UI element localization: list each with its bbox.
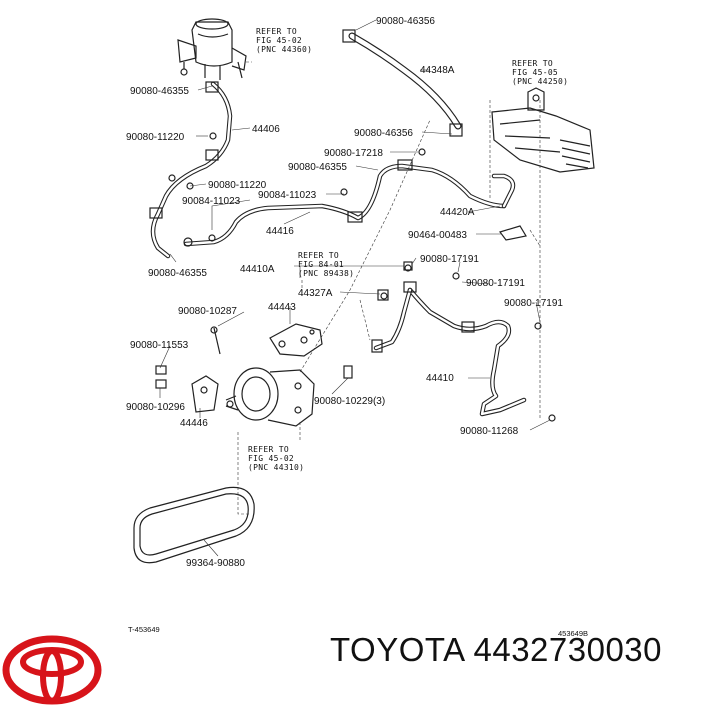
reference-dashes [237,61,541,515]
part-label: 44348A [420,65,455,76]
part-label: 90080-17191 [504,298,563,309]
part-label: 99364-90880 [186,558,245,569]
brand-part-number: TOYOTA 4432730030 [330,631,662,669]
reference-note-44310: REFER TO FIG 45-02 (PNC 44310) [248,445,304,472]
toyota-logo-icon [2,635,102,705]
part-label: 44443 [268,302,296,313]
bracket-44446 [191,375,219,413]
bolts [155,261,413,389]
ref-line: REFER TO [298,251,339,260]
ref-line: FIG 45-02 [256,36,302,45]
part-label: 90080-46355 [288,162,347,173]
ref-line: REFER TO [248,445,289,454]
part-label: 90080-46356 [376,16,435,27]
part-label: 90084-11023 [182,196,241,207]
part-label: 44406 [252,124,280,135]
reference-note-44250: REFER TO FIG 45-05 (PNC 44250) [512,59,568,86]
pressure-tube-44410 [371,264,556,422]
ref-line: (PNC 44360) [256,45,312,54]
part-label: 44327A [298,288,333,299]
hose-44348a [342,29,463,137]
drive-belt [133,486,255,564]
part-label: 44420A [440,207,475,218]
part-label: 90080-46356 [354,128,413,139]
brand-name: TOYOTA [330,631,464,668]
figure-code: 453649B [558,629,588,638]
part-label: 90080-17191 [466,278,525,289]
part-label: 90080-11553 [130,340,189,351]
tube-44420a [491,173,527,241]
part-label: 90080-10287 [178,306,237,317]
power-steering-pump [225,367,315,427]
part-label: 90080-11220 [208,180,267,191]
part-label: 90080-11268 [460,426,519,437]
ref-line: (PNC 44310) [248,463,304,472]
part-label: 90084-11023 [258,190,317,201]
part-label: 90080-11220 [126,132,185,143]
bracket-44443 [269,323,323,357]
part-label: 90080-17218 [324,148,383,159]
part-label: 90080-10229(3) [314,396,385,407]
part-label: 44416 [266,226,294,237]
hose-44406 [149,81,233,259]
reservoir-tank [177,18,247,80]
ref-line: FIG 45-02 [248,454,294,463]
part-label: 90080-17191 [420,254,479,265]
figure-code: T-453649 [128,625,160,634]
part-label: 90080-46355 [130,86,189,97]
ref-line: FIG 84-01 [298,260,344,269]
part-label: 44410 [426,373,454,384]
ref-line: REFER TO [256,27,297,36]
ref-line: (PNC 44250) [512,77,568,86]
ref-line: (PNC 89438) [298,269,354,278]
part-label: 90080-46355 [148,268,207,279]
part-number: 4432730030 [473,631,663,668]
ref-line: REFER TO [512,59,553,68]
part-label: 44446 [180,418,208,429]
part-label: 44410A [240,264,275,275]
hose-44416 [183,148,507,247]
ref-line: FIG 45-05 [512,68,558,77]
leader-lines [159,19,551,557]
part-label: 90080-10296 [126,402,185,413]
reference-note-89438: REFER TO FIG 84-01 (PNC 89438) [298,251,354,278]
part-label: 90464-00483 [408,230,467,241]
steering-gear [491,87,595,173]
reference-note-44360: REFER TO FIG 45-02 (PNC 44360) [256,27,312,54]
